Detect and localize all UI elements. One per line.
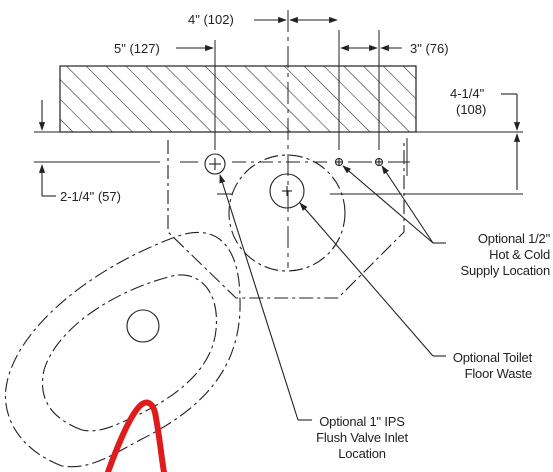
wall-section — [59, 65, 417, 133]
callout-floor-waste-line2: Floor Waste — [465, 366, 532, 381]
callout-flush-valve: Optional 1" IPS Flush Valve Inlet Locati… — [316, 414, 409, 461]
floor-waste-symbol — [269, 173, 305, 209]
callout-flush-valve-line2: Flush Valve Inlet — [316, 430, 408, 445]
callout-supply-line1: Optional 1/2" — [478, 231, 551, 246]
extension-lines — [214, 10, 408, 268]
dim-top-left: 5" (127) — [114, 41, 160, 56]
toilet-bowl-outline — [4, 231, 241, 468]
dimension-labels: 4" (102) 5" (127) 3" (76) 4-1/4" (108) 2… — [60, 12, 486, 204]
callout-supply-line3: Supply Location — [460, 263, 550, 278]
callout-supply: Optional 1/2" Hot & Cold Supply Location — [460, 231, 550, 278]
dim-right-line2: (108) — [456, 102, 486, 117]
callout-supply-line2: Hot & Cold — [489, 247, 550, 262]
dim-top-right: 3" (76) — [410, 41, 449, 56]
supply-location-symbols — [334, 157, 384, 167]
red-accent-mark — [105, 399, 167, 472]
callout-flush-valve-line1: Optional 1" IPS — [319, 414, 405, 429]
callout-floor-waste: Optional Toilet Floor Waste — [453, 350, 533, 381]
callout-floor-waste-line1: Optional Toilet — [453, 350, 533, 365]
dim-left-lower: 2-1/4" (57) — [60, 189, 121, 204]
reference-lines — [34, 131, 523, 163]
dim-right-line1: 4-1/4" — [450, 86, 485, 101]
toilet-tank-outline — [167, 140, 405, 299]
callout-flush-valve-line3: Location — [338, 446, 386, 461]
leader-lines — [219, 165, 446, 421]
flush-valve-inlet-symbol — [204, 153, 226, 175]
dim-top-center: 4" (102) — [188, 12, 234, 27]
dimension-arrows — [38, 16, 523, 197]
